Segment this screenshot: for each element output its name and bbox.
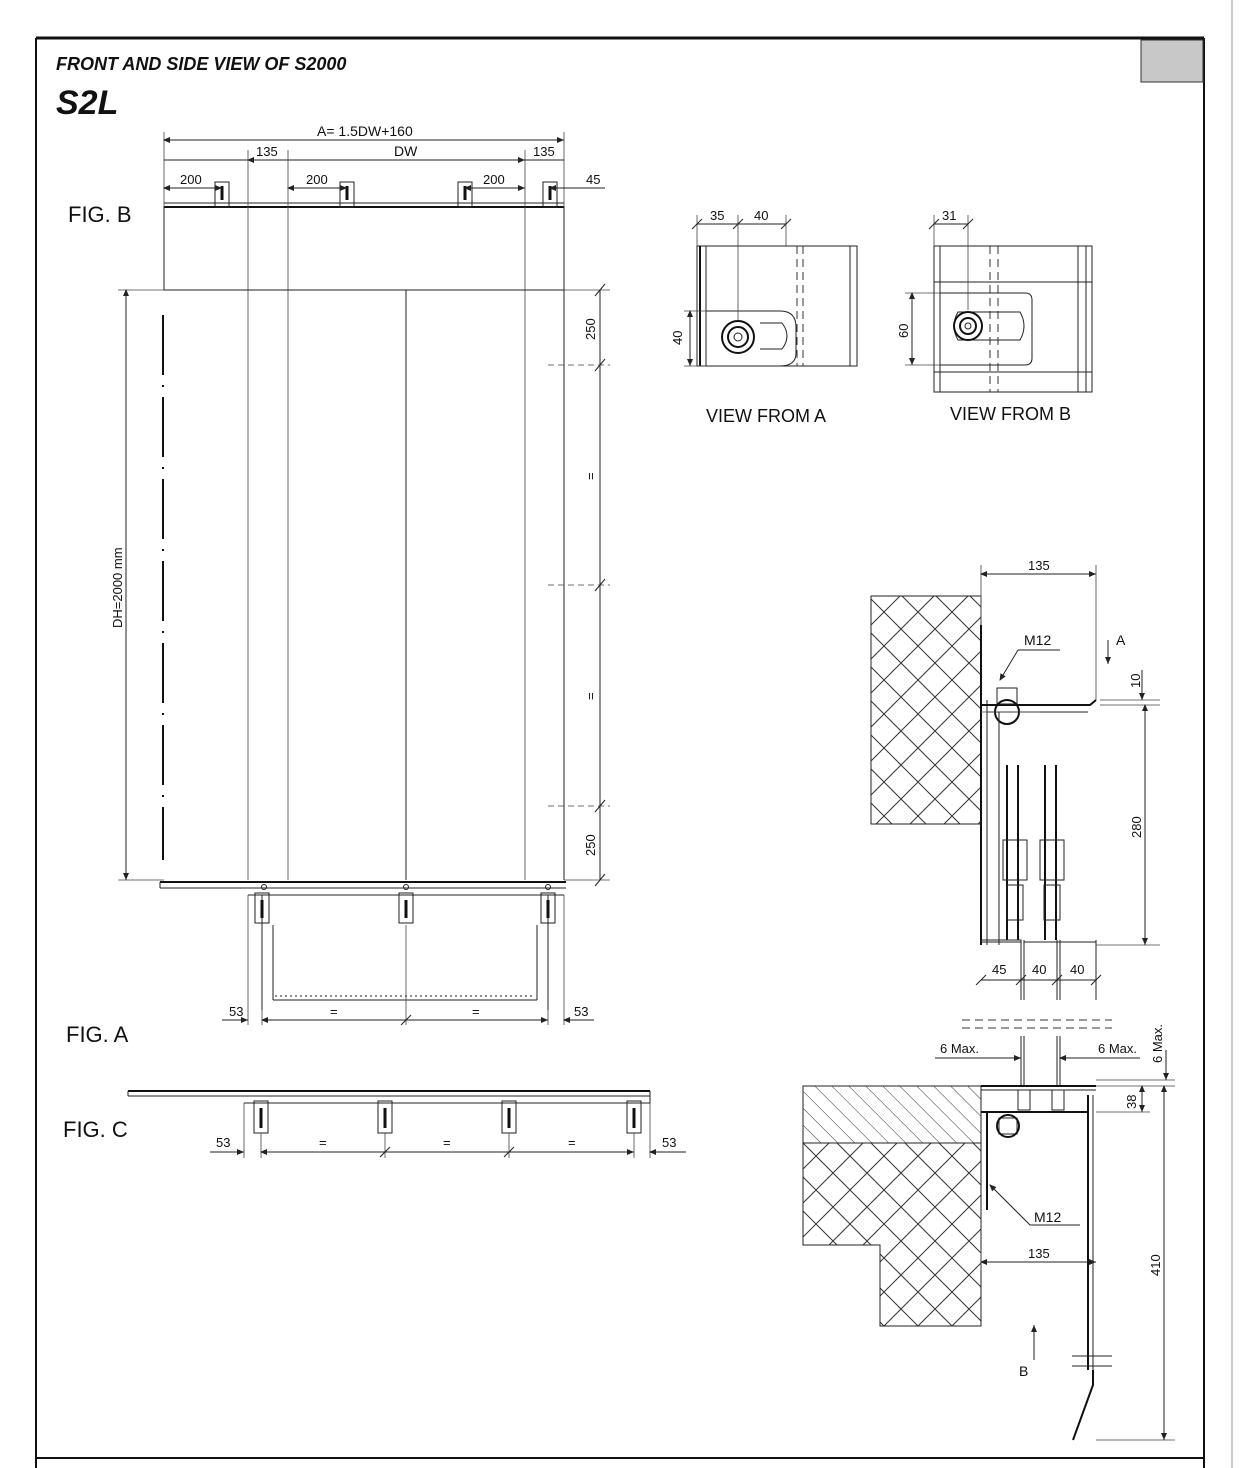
dim-sec-45: 45 [992, 962, 1006, 977]
dim-height: DH=2000 mm [110, 547, 125, 628]
dim-a-edge-left: 53 [229, 1004, 243, 1019]
dim-a-edge-right: 53 [574, 1004, 588, 1019]
dim-sec-40a: 40 [1032, 962, 1046, 977]
fig-a-dimensions: DH=2000 mm 250 = = 250 [110, 283, 610, 887]
dim-c-span-1: = [319, 1135, 327, 1150]
dim-mid-1: = [583, 472, 598, 480]
dim-sec-max-vert: 6 Max. [1150, 1024, 1165, 1063]
fig-c-bracket-1 [253, 1100, 269, 1134]
fig-b-rail [164, 181, 564, 208]
dim-c-edge-left: 53 [216, 1135, 230, 1150]
fig-a-bracket-2 [398, 892, 414, 924]
sheet-subtitle: FRONT AND SIDE VIEW OF S2000 [56, 54, 346, 74]
dim-overall: A= 1.5DW+160 [317, 123, 413, 139]
fig-b-label: FIG. B [68, 202, 132, 227]
dim-sec-max-right: 6 Max. [1098, 1041, 1137, 1056]
dim-mid-2: = [583, 692, 598, 700]
view-a-label: VIEW FROM A [706, 406, 826, 426]
sheet-frame [35, 0, 1233, 1468]
view-b-label: VIEW FROM B [950, 404, 1071, 424]
fig-b-dimensions: A= 1.5DW+160 135 DW 135 200 200 200 45 [163, 123, 605, 880]
dim-c-edge-right: 53 [662, 1135, 676, 1150]
dim-sec-410: 410 [1148, 1254, 1163, 1276]
dim-bottom: 250 [583, 834, 598, 856]
bolt-bottom-label: M12 [1034, 1209, 1061, 1225]
dim-bracket-2: 200 [306, 172, 328, 187]
track-leaf-2 [1039, 765, 1065, 940]
dim-view-b-h: 60 [896, 324, 911, 338]
dim-a-span-1: = [330, 1004, 338, 1019]
side-section: 135 M12 A 10 280 45 40 40 6 Max. 6 Max. … [802, 558, 1175, 1441]
fig-c-rail: 53 = = = 53 [127, 1090, 686, 1158]
arrow-b-label: B [1019, 1363, 1028, 1379]
dim-sec-max-left: 6 Max. [940, 1041, 979, 1056]
floor-slab [802, 1142, 982, 1327]
dim-sec-38: 38 [1124, 1095, 1139, 1109]
dim-sec-gap: 10 [1128, 674, 1143, 688]
dim-side-right: 135 [533, 144, 555, 159]
fig-c-bracket-2 [377, 1100, 393, 1134]
dim-view-a-w2: 40 [754, 208, 768, 223]
dim-sec-40b: 40 [1070, 962, 1084, 977]
dim-bracket-1: 200 [180, 172, 202, 187]
fig-a-bracket-3 [540, 892, 556, 924]
dim-view-b-w: 31 [942, 208, 956, 223]
dim-side-left: 135 [256, 144, 278, 159]
dim-sec-top-width: 135 [1028, 558, 1050, 573]
fig-a-label: FIG. A [66, 1022, 129, 1047]
dim-edge: 45 [586, 172, 600, 187]
dim-dw: DW [394, 143, 418, 159]
sheet-title: S2L [56, 84, 118, 122]
dim-bracket-3: 200 [483, 172, 505, 187]
dim-c-span-2: = [443, 1135, 451, 1150]
corner-block [1140, 39, 1204, 83]
wall-upper [870, 595, 982, 825]
view-b-detail: 31 60 VIEW FROM B [896, 208, 1093, 424]
bolt-top-label: M12 [1024, 632, 1051, 648]
dim-view-a-h: 40 [670, 331, 685, 345]
dim-top: 250 [583, 318, 598, 340]
fig-a-door [159, 207, 566, 889]
fig-a-bracket-1 [254, 892, 270, 924]
fig-c-label: FIG. C [63, 1117, 128, 1142]
fig-a-bottom-frame: 53 = = 53 [222, 884, 594, 1026]
fig-c-bracket-3 [501, 1100, 517, 1134]
track-leaf-1 [1002, 765, 1028, 940]
dim-a-span-2: = [472, 1004, 480, 1019]
view-a-detail: 35 40 40 VIEW FROM A [670, 208, 858, 426]
arrow-a-label: A [1116, 632, 1126, 648]
dim-c-span-3: = [568, 1135, 576, 1150]
dim-view-a-w1: 35 [710, 208, 724, 223]
fig-c-bracket-4 [626, 1100, 642, 1134]
floor-screed [802, 1085, 982, 1144]
dim-sec-track-height: 280 [1129, 816, 1144, 838]
dim-sec-bottom-width: 135 [1028, 1246, 1050, 1261]
